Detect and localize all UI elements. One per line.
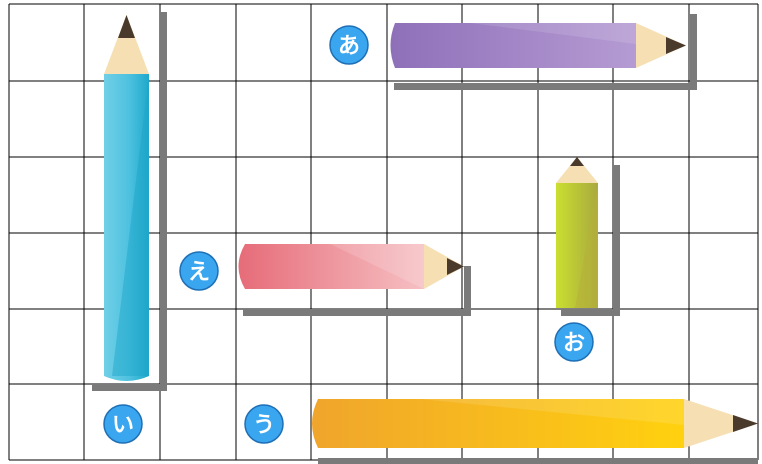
pencil-a	[391, 23, 687, 68]
pencil-u-tip-lead	[733, 415, 758, 432]
pencil-u	[312, 399, 758, 448]
shadow-u	[318, 458, 758, 464]
badge-a-label: あ	[338, 34, 360, 59]
badge-i-label: い	[112, 413, 134, 438]
pencil-o-tip-lead	[570, 157, 584, 166]
shadow-e	[464, 266, 471, 316]
badge-u-label: う	[253, 413, 275, 438]
badge-e-label: え	[188, 260, 210, 285]
shadow-a	[690, 14, 697, 90]
shadow-i	[160, 12, 167, 391]
shadow-i	[92, 384, 167, 391]
badge-o: お	[555, 323, 593, 361]
shadow-o	[561, 309, 620, 316]
badge-e: え	[180, 252, 218, 290]
badge-i: い	[104, 405, 142, 443]
pencil-i-tip-lead	[118, 15, 135, 38]
shadow-a	[394, 83, 697, 90]
pencil-i	[104, 15, 149, 381]
pencil-o	[556, 157, 598, 308]
shadow-e	[243, 309, 471, 316]
pencil-e-tip-lead	[447, 258, 464, 275]
badge-o-label: お	[563, 331, 585, 356]
pencil-a-tip-lead	[666, 37, 686, 54]
pencil-shadows	[92, 12, 758, 464]
pencil-e	[239, 244, 465, 289]
badge-u: う	[245, 405, 283, 443]
shadow-o	[613, 165, 620, 316]
badge-a: あ	[330, 26, 368, 64]
